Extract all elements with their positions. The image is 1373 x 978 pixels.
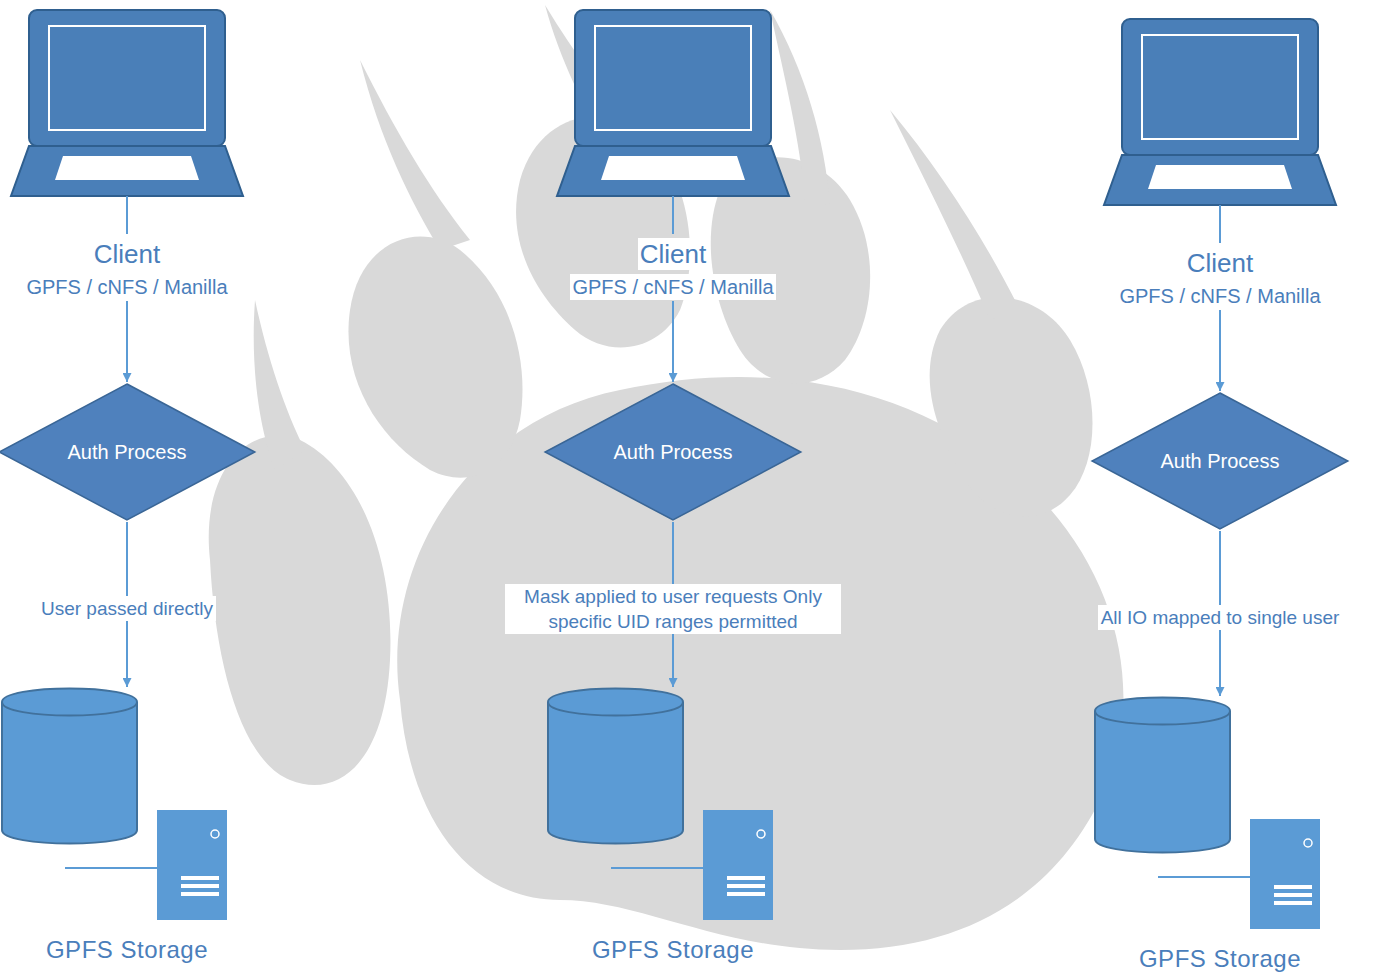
decision-diamond: Auth Process — [0, 383, 256, 521]
laptop-display — [49, 26, 205, 130]
server-slot — [1274, 893, 1312, 897]
server-slot — [1274, 901, 1312, 905]
server-slot — [727, 876, 765, 880]
process-label: Auth Process — [614, 441, 733, 464]
server-link — [1158, 876, 1252, 878]
server-led — [757, 830, 765, 838]
server-slot — [727, 892, 765, 896]
laptop-display — [1142, 35, 1298, 139]
laptop-screen — [1122, 19, 1318, 155]
laptop-screen — [29, 10, 225, 146]
paw-toe — [930, 297, 1093, 516]
protocol-label: GPFS / cNFS / Manilla — [1117, 283, 1322, 309]
storage-icon — [0, 688, 239, 928]
server-led — [1304, 839, 1312, 847]
cylinder-rim — [548, 702, 683, 716]
database-cylinder — [1095, 698, 1230, 853]
decision-diamond: Auth Process — [544, 383, 802, 521]
client-laptop: ClientGPFS / cNFS / Manilla — [7, 8, 247, 300]
laptop-base — [1104, 155, 1336, 205]
server-tower — [1250, 819, 1320, 929]
laptop-base — [557, 146, 789, 196]
laptop-stub-line — [672, 196, 674, 234]
process-label: Auth Process — [1161, 450, 1280, 473]
client-heading: Client — [638, 238, 708, 270]
laptop-keyboard — [55, 156, 199, 180]
storage-cylinder: GPFS Storage — [1100, 697, 1340, 973]
diamond-shape — [545, 384, 801, 520]
decision-diamond: Auth Process — [1091, 392, 1349, 530]
server-slot — [181, 884, 219, 888]
paw-claw — [360, 60, 470, 250]
laptop-stub-line — [1219, 205, 1221, 243]
laptop-display — [595, 26, 751, 130]
diamond-shape — [0, 384, 255, 520]
laptop-icon — [1100, 17, 1340, 247]
storage-cylinder: GPFS Storage — [553, 688, 793, 964]
server-slot — [181, 892, 219, 896]
paw-toe — [348, 237, 522, 478]
laptop-keyboard — [1148, 165, 1292, 189]
laptop-base — [11, 146, 243, 196]
server-link — [611, 867, 705, 869]
cylinder-rim — [2, 702, 137, 716]
flow-arrow — [126, 301, 128, 382]
laptop-icon — [553, 8, 793, 238]
client-laptop: ClientGPFS / cNFS / Manilla — [1100, 17, 1340, 309]
storage-label: GPFS Storage — [1100, 945, 1340, 973]
server-slot — [181, 876, 219, 880]
protocol-label: GPFS / cNFS / Manilla — [24, 274, 229, 300]
process-label: Auth Process — [68, 441, 187, 464]
paw-claw — [890, 110, 1020, 320]
edge-label: User passed directly — [38, 596, 216, 621]
storage-label: GPFS Storage — [553, 936, 793, 964]
storage-cylinder: GPFS Storage — [7, 688, 247, 964]
server-tower — [157, 810, 227, 920]
protocol-label: GPFS / cNFS / Manilla — [570, 274, 775, 300]
diamond-shape — [1092, 393, 1348, 529]
server-tower — [703, 810, 773, 920]
edge-label: All IO mapped to single user — [1098, 605, 1343, 630]
laptop-stub-line — [126, 196, 128, 234]
laptop-keyboard — [601, 156, 745, 180]
client-heading: Client — [1185, 247, 1255, 279]
server-slot — [727, 884, 765, 888]
laptop-icon — [7, 8, 247, 238]
server-led — [211, 830, 219, 838]
cylinder-rim — [1095, 711, 1230, 725]
server-slot — [1274, 885, 1312, 889]
paw-claw — [254, 300, 305, 470]
client-laptop: ClientGPFS / cNFS / Manilla — [553, 8, 793, 300]
database-cylinder — [2, 689, 137, 844]
server-link — [65, 867, 159, 869]
storage-label: GPFS Storage — [7, 936, 247, 964]
storage-icon — [1092, 697, 1332, 937]
client-heading: Client — [92, 238, 162, 270]
flow-arrow — [1219, 310, 1221, 391]
laptop-screen — [575, 10, 771, 146]
flow-arrow — [672, 301, 674, 382]
paw-toe — [209, 436, 391, 785]
database-cylinder — [548, 689, 683, 844]
storage-icon — [545, 688, 785, 928]
edge-label: Mask applied to user requests Only speci… — [505, 584, 841, 634]
